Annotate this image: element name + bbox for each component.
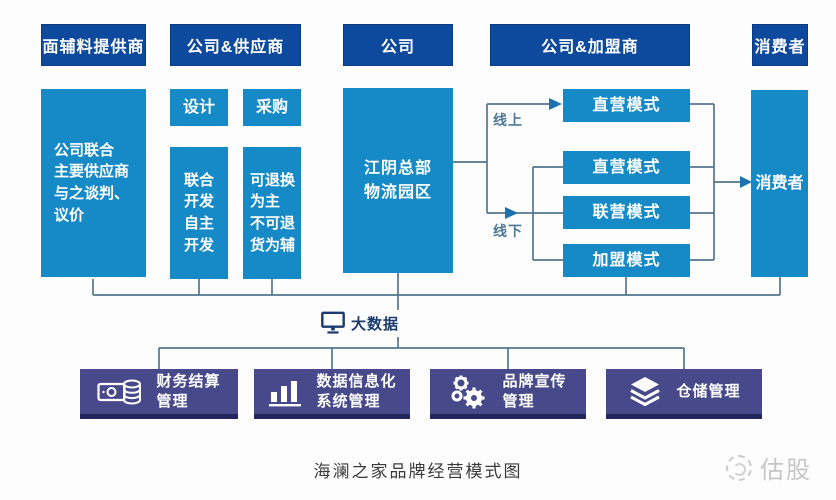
consumer-box: 消费者 [751, 90, 808, 277]
bar-chart-icon [269, 380, 302, 406]
header-fabric-supplier: 面辅料提供商 [41, 24, 146, 66]
watermark-text: 估股 [760, 457, 812, 484]
layers-icon [630, 376, 661, 406]
warehouse-management-box: 仓储管理 [606, 369, 762, 419]
header-consumer: 消费者 [752, 24, 808, 66]
finance-settlement-box: 财务结算 管理 [80, 369, 238, 419]
direct-mode-offline-box: 直营模式 [563, 151, 690, 184]
offline-arrow-icon [505, 207, 518, 219]
brand-promotion-box: 品牌宣传 管理 [430, 369, 586, 419]
gears-icon [451, 375, 485, 408]
diagram-caption: 海澜之家品牌经营模式图 [313, 462, 523, 481]
development-box: 联合 开发 自主 开发 [170, 147, 228, 279]
online-channel-label: 线上 [493, 112, 523, 128]
money-icon [97, 379, 142, 404]
joint-mode-box: 联营模式 [563, 196, 690, 229]
watermark-logo-icon [726, 454, 752, 481]
header-company-franchisee: 公司&加盟商 [490, 24, 690, 66]
franchise-mode-box: 加盟模式 [563, 244, 690, 277]
monitor-icon [321, 311, 345, 334]
finance-settlement-label: 财务结算 管理 [156, 373, 221, 410]
negotiation-box: 公司联合 主要供应商 与之谈判、 议价 [41, 89, 146, 277]
online-arrow-icon [549, 98, 562, 110]
consumer-arrow-icon [740, 176, 752, 188]
returns-box: 可退换 为主 不可退 货为辅 [243, 147, 301, 279]
watermark: 估股 [726, 450, 812, 485]
warehouse-management-label: 仓储管理 [676, 382, 741, 400]
offline-channel-label: 线下 [493, 223, 523, 239]
header-company-supplier: 公司&供应商 [170, 24, 301, 66]
data-information-label: 数据信息化 系统管理 [316, 373, 397, 410]
arrowheads [505, 98, 752, 219]
brand-promotion-label: 品牌宣传 管理 [502, 373, 567, 410]
procurement-box: 采购 [243, 89, 301, 126]
data-information-box: 数据信息化 系统管理 [254, 369, 410, 419]
design-box: 设计 [170, 89, 228, 126]
logistics-park-box: 江阴总部 物流园区 [343, 88, 453, 273]
big-data-node: 大数据 [320, 310, 399, 336]
big-data-label: 大数据 [351, 315, 400, 333]
direct-mode-online-box: 直营模式 [563, 89, 690, 122]
header-company: 公司 [343, 24, 453, 66]
